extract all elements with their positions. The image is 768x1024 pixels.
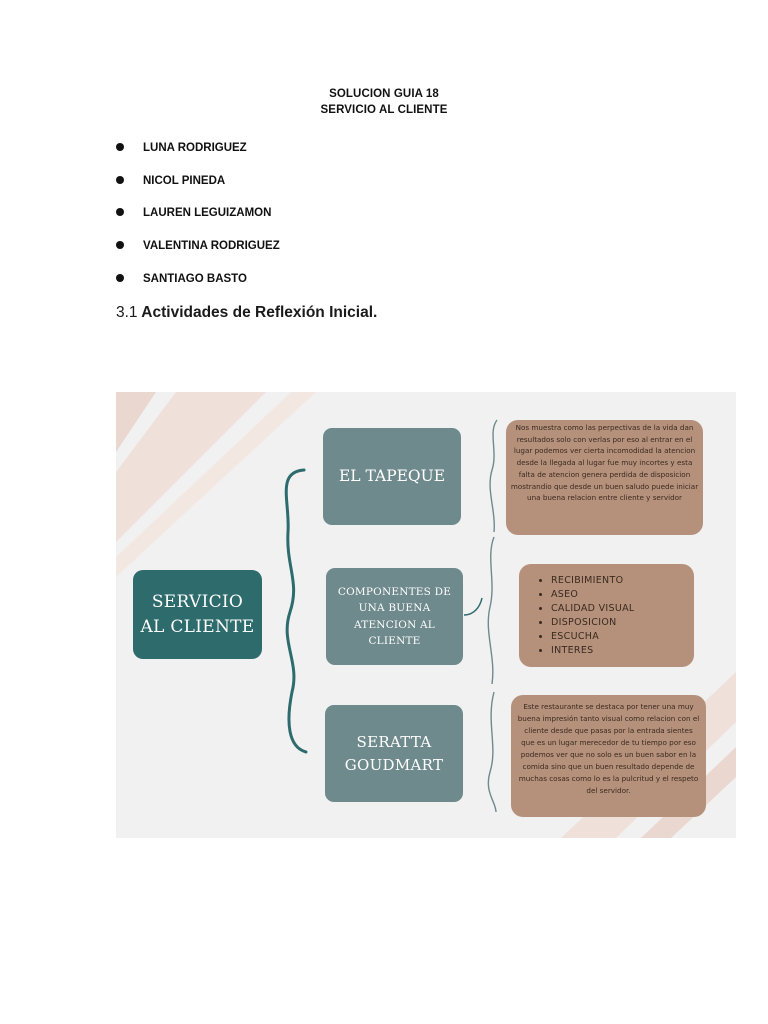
member-name: NICOL PINEDA	[143, 174, 226, 187]
section-number: 3.1	[116, 304, 138, 321]
member-name: LUNA RODRIGUEZ	[143, 142, 247, 154]
bullet-icon	[116, 241, 124, 250]
decorative-stripe	[116, 392, 266, 542]
list-item: DISPOSICION	[551, 616, 686, 630]
branch-connector	[463, 597, 483, 616]
components-list: RECIBIMIENTO ASEO CALIDAD VISUAL DISPOSI…	[537, 574, 686, 659]
list-item: NICOL PINEDA	[114, 173, 280, 206]
list-item: RECIBIMIENTO	[551, 574, 686, 588]
topic-box-el-tapeque: EL TAPEQUE	[323, 428, 461, 525]
note-box-components: RECIBIMIENTO ASEO CALIDAD VISUAL DISPOSI…	[519, 564, 694, 667]
list-item: VALENTINA RODRIGUEZ	[114, 238, 280, 271]
main-topic-box: SERVICIO AL CLIENTE	[133, 570, 262, 659]
bullet-icon	[116, 143, 124, 151]
concept-map: SERVICIO AL CLIENTE EL TAPEQUE COMPONENT…	[116, 392, 736, 838]
document-title-line-1: SOLUCION GUIA 18	[329, 88, 439, 100]
member-name: LAUREN LEGUIZAMON	[143, 207, 272, 220]
note-bracket-1	[489, 419, 498, 533]
list-item: ASEO	[551, 588, 686, 602]
note-bracket-2	[487, 536, 495, 685]
section-title: Actividades de Reflexión Inicial.	[141, 304, 378, 321]
member-list: LUNA RODRIGUEZ NICOL PINEDA LAUREN LEGUI…	[114, 140, 280, 303]
main-bracket	[284, 468, 308, 754]
list-item: LUNA RODRIGUEZ	[114, 140, 280, 173]
member-name: VALENTINA RODRIGUEZ	[143, 240, 280, 253]
document-title-line-2: SERVICIO AL CLIENTE	[320, 104, 448, 116]
list-item: SANTIAGO BASTO	[114, 271, 280, 304]
member-name: SANTIAGO BASTO	[143, 272, 247, 285]
note-box-seratta: Este restaurante se destaca por tener un…	[511, 695, 706, 817]
bullet-icon	[116, 175, 124, 184]
topic-box-componentes: COMPONENTES DE UNA BUENA ATENCION AL CLI…	[326, 568, 463, 665]
note-bracket-3	[487, 691, 497, 813]
decorative-stripe	[116, 392, 316, 577]
topic-box-seratta-goudmart: SERATTA GOUDMART	[325, 705, 463, 802]
list-item: LAUREN LEGUIZAMON	[114, 205, 280, 238]
note-box-tapeque: Nos muestra como las perpectivas de la v…	[506, 420, 703, 535]
list-item: ESCUCHA	[551, 630, 686, 644]
list-item: INTERES	[551, 644, 686, 658]
bullet-icon	[116, 273, 124, 282]
list-item: CALIDAD VISUAL	[551, 602, 686, 616]
section-heading: 3.1 Actividades de Reflexión Inicial.	[116, 304, 377, 322]
bullet-icon	[116, 208, 124, 217]
decorative-stripe	[116, 392, 156, 452]
